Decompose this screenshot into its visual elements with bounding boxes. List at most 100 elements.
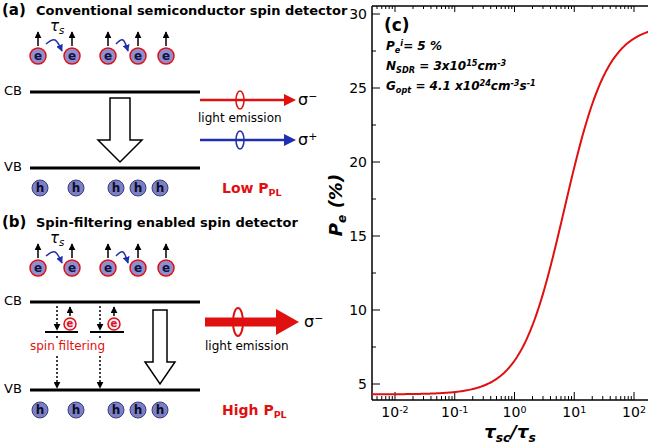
- axis-label: Pe (%): [326, 174, 347, 236]
- x-tick: [452, 6, 453, 9]
- x-tick: [423, 6, 424, 9]
- particle-letter: e: [34, 50, 42, 62]
- polarization-ring: [236, 131, 244, 149]
- x-tick: [571, 396, 572, 400]
- particle-circle: [32, 402, 48, 418]
- particle-letter: e: [162, 50, 170, 62]
- chart-marks: [371, 6, 648, 400]
- panel-label: (b): [2, 214, 26, 231]
- electron: e: [63, 259, 81, 277]
- polarization-label: σ+: [298, 131, 317, 149]
- y-tick: [372, 14, 380, 15]
- electron: e: [157, 47, 175, 65]
- particle-circle: [100, 48, 116, 64]
- x-tick: [496, 396, 497, 400]
- particle-circle: [130, 402, 146, 418]
- x-tick: [634, 6, 635, 12]
- valence-band: [30, 389, 200, 392]
- panel-title: Conventional semiconductor spin detector: [36, 4, 347, 19]
- x-tick: [574, 392, 575, 400]
- particle-circle: [100, 260, 116, 276]
- spin-arrow: [37, 32, 39, 46]
- recombination-arrow: [98, 98, 142, 162]
- x-tick: [448, 6, 449, 9]
- hole: h: [31, 401, 49, 419]
- y-tick: [372, 199, 376, 200]
- particle-letter: h: [112, 404, 121, 416]
- y-tick: [372, 347, 376, 348]
- x-tick: [616, 6, 617, 9]
- emission-arrowhead: [284, 134, 296, 146]
- spin-lifetime: τs: [50, 18, 64, 35]
- x-tick: [634, 392, 635, 400]
- x-tick: [628, 6, 629, 9]
- x-tick: [412, 6, 413, 9]
- hole: h: [151, 401, 169, 419]
- particle-letter: h: [72, 182, 81, 194]
- particle-letter: e: [104, 50, 112, 62]
- x-tick: [505, 396, 506, 400]
- particle-letter: e: [104, 262, 112, 274]
- x-tick: [490, 396, 491, 400]
- emission-label: light emission: [198, 112, 282, 126]
- x-tick: [381, 396, 382, 400]
- x-tick: [564, 396, 565, 400]
- panel-label: (c): [384, 16, 410, 36]
- x-tick: [377, 6, 378, 9]
- x-tick: [430, 6, 431, 9]
- particle-circle: [108, 180, 124, 196]
- x-tick: [610, 6, 611, 9]
- spin-arrow: [137, 32, 139, 46]
- spin-flip-arrow: [116, 252, 128, 263]
- particle-circle: [32, 180, 48, 196]
- spin-arrow: [71, 32, 73, 46]
- tick-label: 30: [349, 6, 367, 22]
- hole: h: [107, 179, 125, 197]
- x-tick: [568, 396, 569, 400]
- x-tick: [616, 396, 617, 400]
- trapped-electron: e: [107, 317, 121, 331]
- valence-band: [30, 167, 200, 170]
- x-tick: [505, 6, 506, 9]
- x-tick: [511, 396, 512, 400]
- axis-label: τsc/τs: [484, 422, 535, 443]
- y-axis: [371, 6, 373, 400]
- tick-label: 100: [503, 404, 527, 420]
- spin-flip-arrow: [116, 40, 128, 51]
- band-label: VB: [4, 382, 22, 397]
- x-tick: [395, 6, 396, 12]
- trapped-electron: e: [63, 317, 77, 331]
- x-tick: [610, 396, 611, 400]
- pl-polarization: High PPL: [222, 402, 287, 418]
- x-tick: [532, 396, 533, 400]
- band-label: VB: [4, 160, 22, 175]
- x-tick: [436, 6, 437, 9]
- tick-label: 10-1: [441, 404, 468, 420]
- hole: h: [151, 179, 169, 197]
- x-tick: [454, 6, 455, 12]
- spin-arrow: [37, 244, 39, 258]
- x-tick: [592, 396, 593, 400]
- particle-circle: [152, 180, 168, 196]
- x-tick: [496, 6, 497, 9]
- particle-circle: [30, 48, 46, 64]
- x-tick: [631, 396, 632, 400]
- electron: e: [157, 259, 175, 277]
- x-tick: [550, 396, 551, 400]
- tick-label: 15: [349, 228, 367, 244]
- x-tick: [389, 6, 390, 9]
- x-tick: [574, 6, 575, 12]
- x-tick: [532, 6, 533, 9]
- particle-circle: [68, 402, 84, 418]
- x-tick: [395, 392, 396, 400]
- x-tick: [592, 6, 593, 9]
- spin-marks: [38, 32, 166, 316]
- x-tick: [448, 396, 449, 400]
- x-tick: [514, 392, 515, 400]
- parameter-note: Gopt = 4.1 x1024cm-3s-1: [386, 80, 536, 94]
- particle-circle: [64, 260, 80, 276]
- spin-flip-arrow: [46, 40, 62, 51]
- spin-lifetime: τs: [50, 230, 64, 247]
- panel-label: (a): [2, 2, 26, 19]
- particle-letter: e: [134, 262, 142, 274]
